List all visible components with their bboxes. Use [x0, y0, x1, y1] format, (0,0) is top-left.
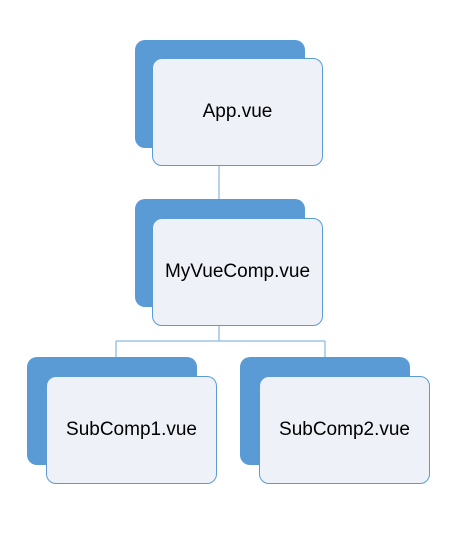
myvuecomp-node-label: MyVueComp.vue: [164, 261, 311, 282]
subcomp2-node[interactable]: SubComp2.vue: [259, 376, 430, 484]
subcomp2-node-label: SubComp2.vue: [279, 419, 410, 440]
myvuecomp-node[interactable]: MyVueComp.vue: [152, 218, 323, 326]
subcomp1-node[interactable]: SubComp1.vue: [46, 376, 217, 484]
app-node[interactable]: App.vue: [152, 58, 323, 166]
subcomp1-node-label: SubComp1.vue: [66, 419, 197, 440]
app-node-label: App.vue: [202, 101, 273, 122]
